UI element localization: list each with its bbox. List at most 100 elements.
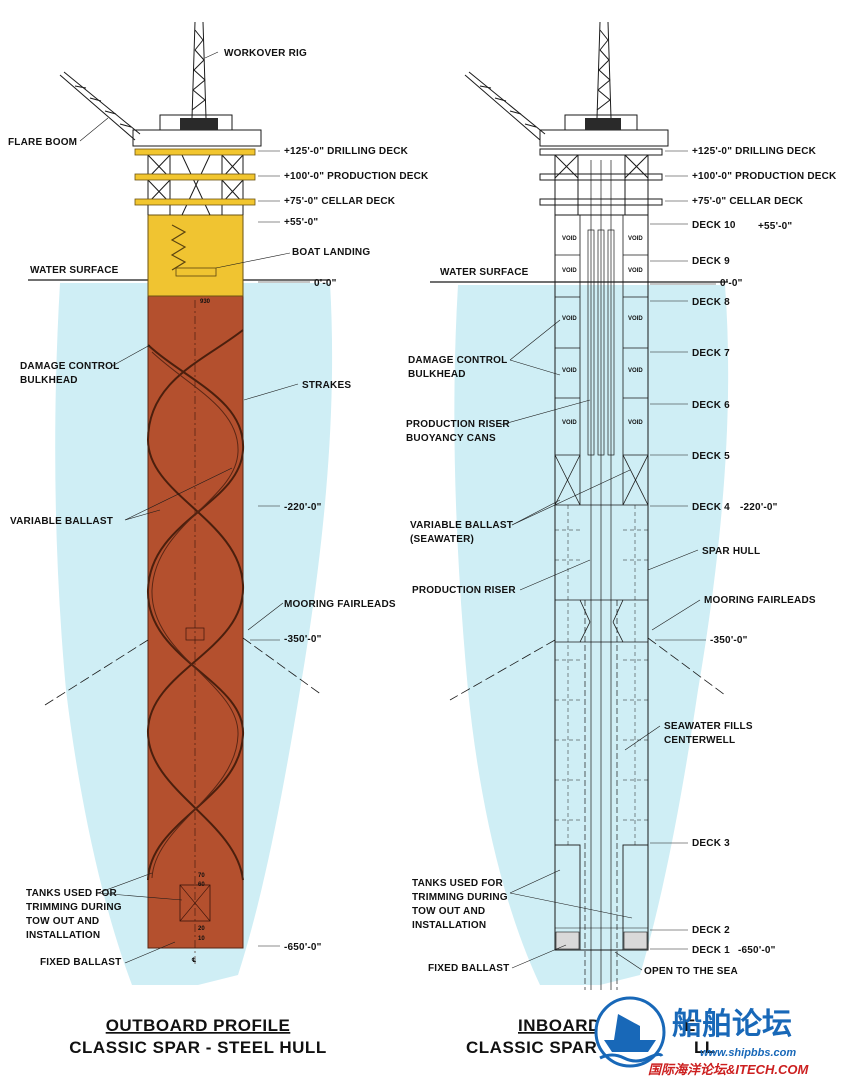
label-tanks-4: INSTALLATION [26, 930, 100, 941]
label-variable-ballast: VARIABLE BALLAST [10, 516, 113, 527]
outboard-derrick [191, 21, 207, 119]
label-tanks-1: TANKS USED FOR [26, 888, 118, 899]
void-5-right: VOID [628, 420, 643, 426]
watermark: 船舶论坛 www.shipbbs.com 国际海洋论坛&ITECH.COM [594, 996, 810, 1077]
inboard-label-damage-control-2: BULKHEAD [408, 369, 466, 380]
inboard-label-water-surface: WATER SURFACE [440, 267, 529, 278]
mark-930: 930 [200, 299, 211, 305]
strake-c [151, 351, 239, 879]
inboard-label-production-deck: +100'-0" PRODUCTION DECK [692, 171, 837, 182]
label-boat-landing: BOAT LANDING [292, 247, 370, 258]
inboard-label-cellar-deck: +75'-0" CELLAR DECK [692, 196, 804, 207]
inboard-profile: VOID VOID VOID VOID VOID VOID VOID VOID … [406, 21, 837, 1057]
watermark-url: www.shipbbs.com [700, 1047, 796, 1059]
inboard-label-deck9: DECK 9 [692, 256, 730, 267]
boat-landing-platform [175, 267, 217, 277]
label-cellar-deck: +75'-0" CELLAR DECK [284, 196, 396, 207]
inboard-label-tanks-1: TANKS USED FOR [412, 878, 504, 889]
title-outboard-1: OUTBOARD PROFILE [106, 1016, 291, 1035]
inboard-label-deck5: DECK 5 [692, 451, 730, 462]
inboard-label-tanks-3: TOW OUT AND [412, 906, 485, 917]
outboard-profile: WORKOVER RIG FLARE BOOM +125'-0" DRILLIN… [8, 21, 429, 1057]
watermark-wave-icon [599, 1052, 664, 1063]
inboard-tank-left [554, 844, 581, 951]
inboard-fixed-ballast-right [623, 931, 648, 950]
strake-b [146, 329, 245, 881]
outboard-tank-cross-b [179, 884, 211, 922]
inboard-hull [554, 214, 649, 951]
void-3-right: VOID [628, 316, 643, 322]
mark-60: 60 [198, 882, 205, 888]
mark-20: 20 [198, 926, 205, 932]
label-flare-boom: FLARE BOOM [8, 137, 77, 148]
inboard-rig-house [585, 118, 621, 130]
label-elev-650: -650'-0" [284, 942, 322, 953]
label-damage-control-2: BULKHEAD [20, 375, 78, 386]
inboard-label-tanks-2: TRIMMING DURING [412, 892, 508, 903]
outboard-cellar-deck [134, 198, 256, 206]
strake-a [146, 344, 245, 881]
inboard-label-deck8: DECK 8 [692, 297, 730, 308]
inboard-label-deck7: DECK 7 [692, 348, 730, 359]
inboard-label-mooring-fairleads: MOORING FAIRLEADS [704, 595, 816, 606]
title-outboard-2: CLASSIC SPAR - STEEL HULL [69, 1038, 326, 1057]
outboard-tank-box [179, 884, 211, 922]
inboard-label-deck6: DECK 6 [692, 400, 730, 411]
inboard-ballast-partitions [555, 505, 648, 845]
inboard-label-variable-ballast-1: VARIABLE BALLAST [410, 520, 513, 531]
inboard-label-seawater-2: CENTERWELL [664, 735, 735, 746]
inboard-derrick [596, 21, 612, 119]
outboard-mooring-right [242, 637, 323, 696]
mark-centerline: ℄ [191, 957, 196, 964]
inboard-mooring-left [449, 639, 556, 701]
inboard-mooring-right [647, 637, 726, 696]
watermark-cn-small: 国际海洋论坛&ITECH.COM [648, 1062, 810, 1077]
title-inboard-1: INBOARD [518, 1016, 601, 1035]
inboard-tank-right [622, 844, 649, 951]
void-1-right: VOID [628, 236, 643, 242]
inboard-label-deck4: DECK 4 [692, 502, 730, 513]
outboard-production-deck [134, 173, 256, 181]
inboard-label-elev-650: -650'-0" [738, 945, 776, 956]
label-elev-55: +55'-0" [284, 217, 318, 228]
label-production-deck: +100'-0" PRODUCTION DECK [284, 171, 429, 182]
label-workover-rig: WORKOVER RIG [224, 48, 307, 59]
inboard-label-damage-control-1: DAMAGE CONTROL [408, 355, 507, 366]
inboard-label-deck3: DECK 3 [692, 838, 730, 849]
inboard-void-compartments [554, 215, 649, 506]
inboard-label-drilling-deck: +125'-0" DRILLING DECK [692, 146, 817, 157]
inboard-topsides [539, 114, 669, 215]
workover-rig-house [180, 118, 218, 130]
mark-10: 10 [198, 936, 205, 942]
label-damage-control-1: DAMAGE CONTROL [20, 361, 119, 372]
inboard-label-elev-0: 0'-0" [720, 278, 743, 289]
inboard-label-spar-hull: SPAR HULL [702, 546, 760, 557]
inboard-risers [584, 160, 618, 990]
inboard-label-variable-ballast-2: (SEAWATER) [410, 534, 474, 545]
title-inboard-2: CLASSIC SPAR [466, 1038, 597, 1057]
void-1-left: VOID [562, 236, 577, 242]
boat-landing [170, 224, 187, 271]
void-5-left: VOID [562, 420, 577, 426]
inboard-label-riser-cans-1: PRODUCTION RISER [406, 419, 510, 430]
watermark-cn-large: 船舶论坛 [672, 1008, 792, 1041]
inboard-label-seawater-1: SEAWATER FILLS [664, 721, 753, 732]
label-fixed-ballast: FIXED BALLAST [40, 957, 122, 968]
outboard-drilling-deck [134, 148, 256, 156]
label-water-surface: WATER SURFACE [30, 265, 119, 276]
outboard-leaders [79, 51, 310, 964]
label-tanks-3: TOW OUT AND [26, 916, 99, 927]
outboard-fairlead-marks [185, 627, 205, 641]
title-inboard-2b: LL [694, 1038, 716, 1057]
void-4-left: VOID [562, 368, 577, 374]
label-tanks-2: TRIMMING DURING [26, 902, 122, 913]
inboard-label-deck1: DECK 1 [692, 945, 730, 956]
inboard-label-deck10: DECK 10 [692, 220, 736, 231]
inboard-flare-boom [464, 71, 546, 141]
inboard-fairlead-structure [555, 599, 648, 643]
title-inboard-1b: E [684, 1016, 696, 1035]
flare-boom [59, 71, 141, 141]
void-2-right: VOID [628, 268, 643, 274]
inboard-leaders [499, 150, 716, 971]
